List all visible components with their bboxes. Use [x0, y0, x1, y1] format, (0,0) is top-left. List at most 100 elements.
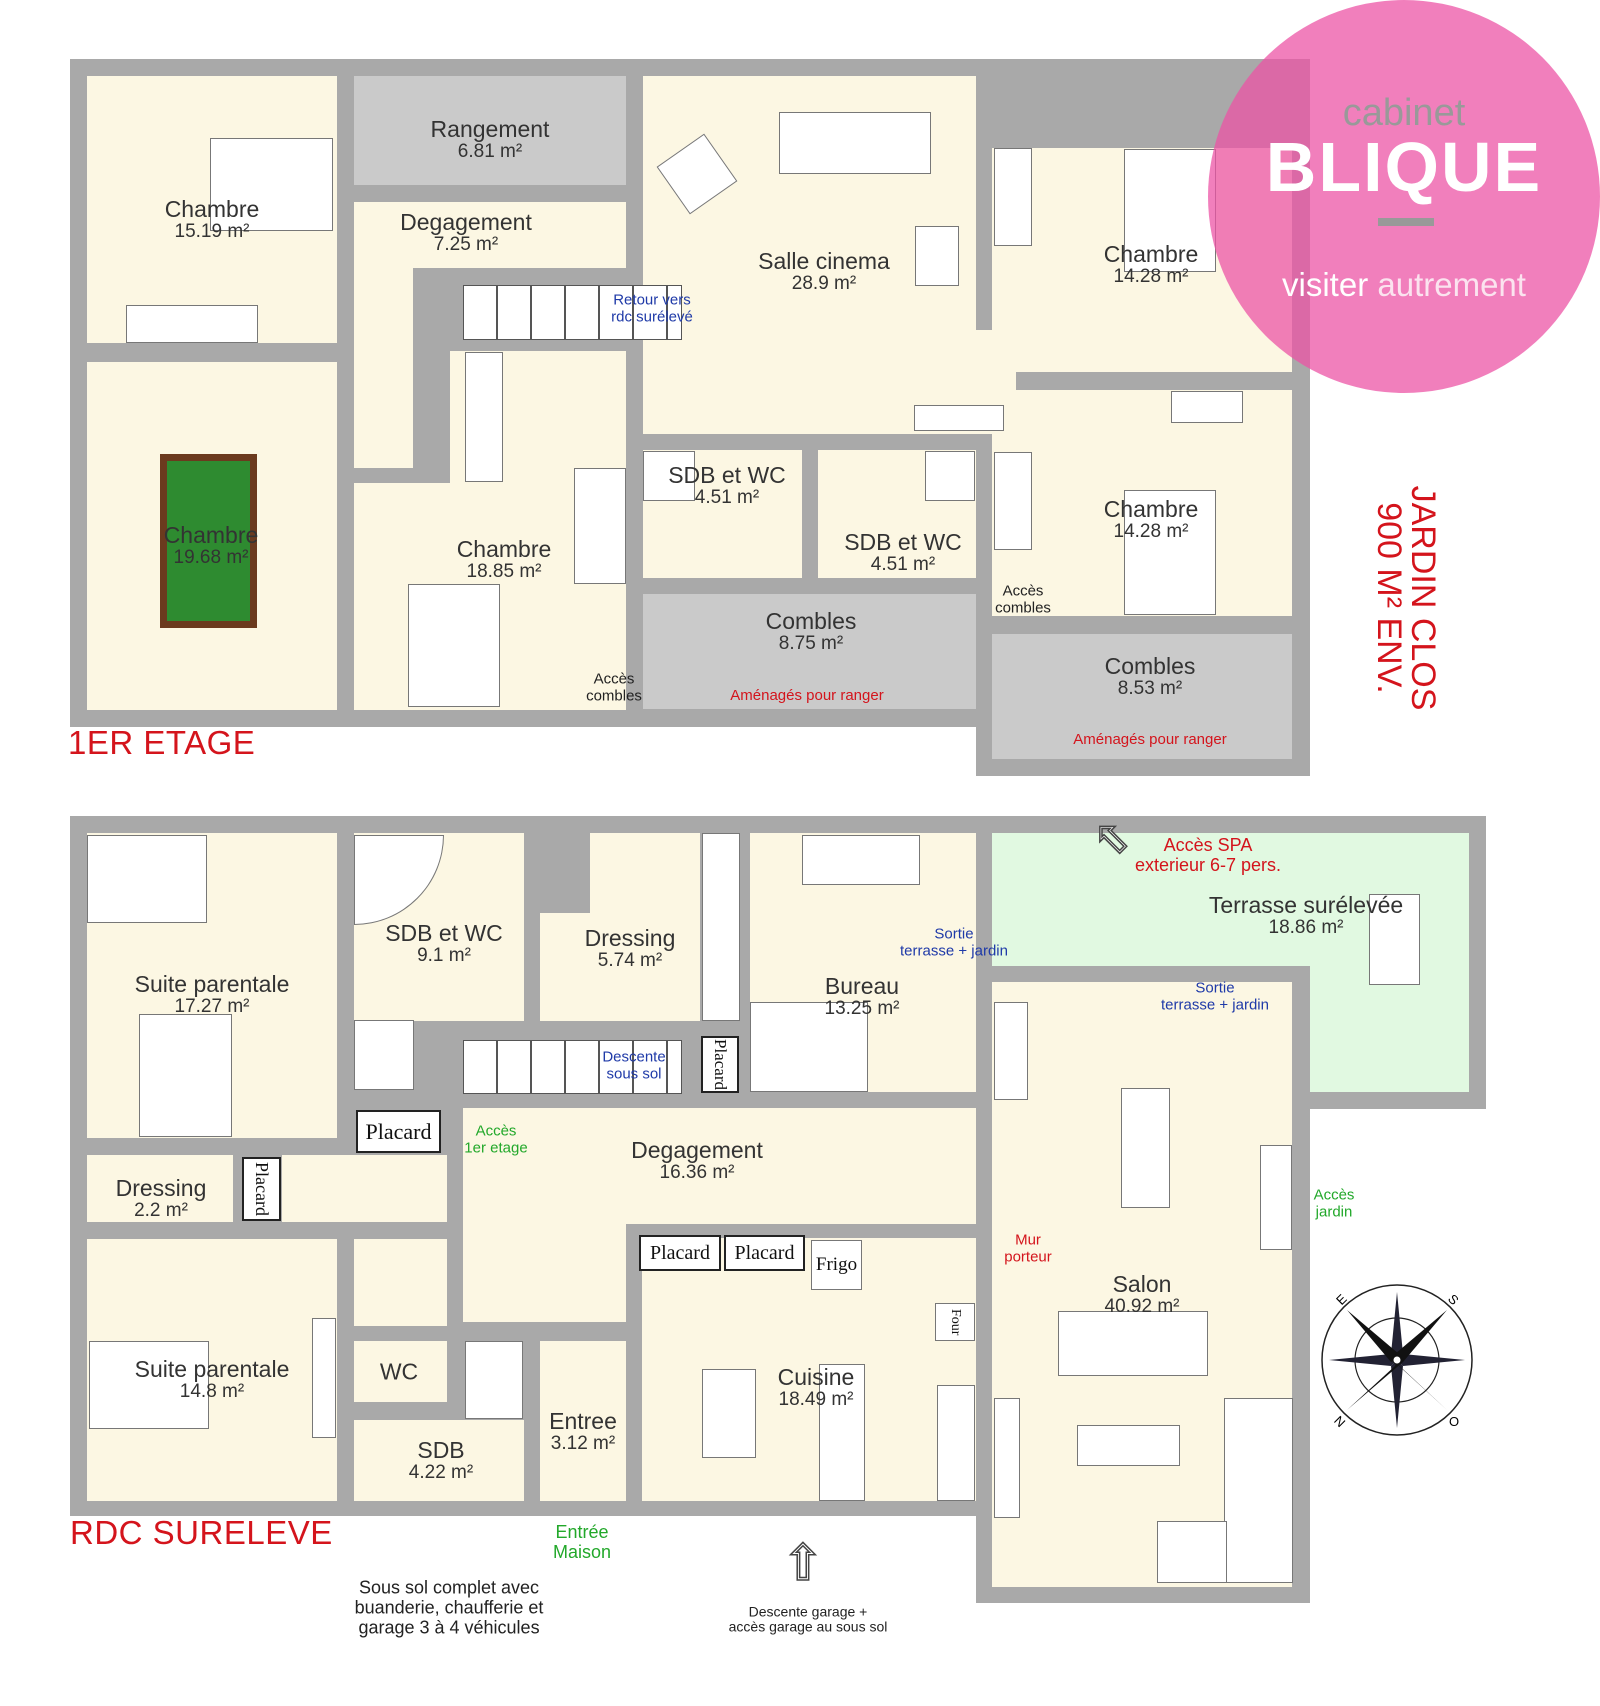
- compass-rose-icon: E S O N: [1319, 1282, 1475, 1438]
- garden-access-note: Accès jardin: [1313, 1186, 1355, 1220]
- room-dressing-5: [540, 913, 700, 1021]
- bookshelf: [994, 1002, 1028, 1100]
- oven: Four: [935, 1303, 975, 1341]
- arrow-up-icon: ⇧: [781, 1535, 824, 1591]
- logo-badge: cabinet BLIQUE visiter autrement: [1208, 0, 1600, 393]
- placard[interactable]: Placard: [639, 1235, 721, 1271]
- shower: [643, 451, 695, 501]
- load-wall-note: Mur porteur: [1004, 1231, 1052, 1265]
- bookshelf: [914, 405, 1004, 431]
- desk: [750, 1002, 868, 1092]
- spa-note: Accès SPA exterieur 6-7 pers.: [1134, 835, 1282, 875]
- staircase[interactable]: [463, 1040, 682, 1094]
- compass-label: O: [1449, 1414, 1460, 1429]
- exit-note: Sortie terrasse + jardin: [900, 925, 1008, 959]
- exit-note: Sortie terrasse + jardin: [1161, 979, 1269, 1013]
- placard[interactable]: Placard: [242, 1157, 281, 1221]
- desk: [87, 835, 207, 923]
- logo-tagline-b: autrement: [1377, 266, 1526, 303]
- room-degagement: [354, 202, 626, 268]
- logo-underline: [1378, 218, 1434, 226]
- armchair: [915, 226, 959, 286]
- hallway: [354, 1239, 447, 1326]
- attic-access-note: Accès combles: [586, 670, 642, 704]
- staircase[interactable]: [463, 285, 682, 340]
- room-entree: [540, 1341, 626, 1501]
- bed: [1124, 490, 1216, 615]
- room-degagement: [463, 1108, 976, 1224]
- room-combles-1: [643, 594, 976, 709]
- corner-sofa: [1157, 1521, 1227, 1583]
- billiard-table: [160, 454, 257, 628]
- dining-table: [1121, 1088, 1170, 1208]
- storage-note: Aménagés pour ranger: [1073, 730, 1227, 748]
- placard[interactable]: Placard: [724, 1235, 805, 1271]
- kitchen-table: [702, 1369, 756, 1458]
- room-wc: [354, 1341, 447, 1402]
- placard[interactable]: Placard: [701, 1036, 739, 1093]
- stairs-note: Retour vers rdc surélevé: [611, 291, 693, 325]
- kitchen-island: [819, 1364, 865, 1501]
- sofa: [1058, 1311, 1208, 1376]
- room-rangement: [354, 76, 626, 185]
- desk: [574, 468, 626, 584]
- washing-machine: [465, 1341, 523, 1419]
- bed: [408, 584, 500, 707]
- logo-tagline: visiter autrement: [1208, 268, 1600, 301]
- sofa: [779, 112, 931, 174]
- logo-text: cabinet: [1342, 92, 1466, 134]
- room-sdb-4: [354, 1420, 524, 1501]
- basement-stairs-note: Descente sous sol: [602, 1048, 666, 1082]
- bed: [89, 1341, 209, 1429]
- logo-tagline-a: visiter: [1282, 266, 1369, 303]
- entrance-note: Entrée Maison: [552, 1522, 612, 1562]
- placard[interactable]: Placard: [356, 1110, 441, 1153]
- desk: [1171, 391, 1243, 423]
- kitchen-counter: [937, 1385, 975, 1501]
- sideboard: [1260, 1145, 1292, 1250]
- fridge: Frigo: [811, 1240, 862, 1290]
- bed: [1124, 149, 1216, 272]
- basement-note: Sous sol complet avec buanderie, chauffe…: [354, 1577, 544, 1637]
- floor-title: RDC SURELEVE: [70, 1514, 333, 1551]
- garden-note: JARDIN CLOS 900 M² ENV.: [1370, 485, 1442, 711]
- wardrobe: [702, 833, 740, 1021]
- wardrobe: [994, 452, 1032, 550]
- desk: [802, 835, 920, 885]
- storage-note: Aménagés pour ranger: [730, 686, 884, 704]
- room-label: WC: [379, 1358, 419, 1385]
- floor-title: 1ER ETAGE: [68, 724, 256, 761]
- wardrobe: [994, 148, 1032, 246]
- room-terrasse: [1310, 966, 1469, 1092]
- cabinet: [354, 1020, 414, 1090]
- coffee-table: [1077, 1425, 1180, 1466]
- garage-note: Descente garage + accès garage au sous s…: [728, 1603, 888, 1635]
- bed: [139, 1014, 232, 1137]
- wardrobe: [126, 305, 258, 343]
- corner-sofa: [1224, 1398, 1293, 1583]
- wardrobe: [465, 352, 503, 482]
- tv-unit: [994, 1398, 1020, 1518]
- bed: [210, 138, 333, 231]
- hallway: [282, 1155, 447, 1222]
